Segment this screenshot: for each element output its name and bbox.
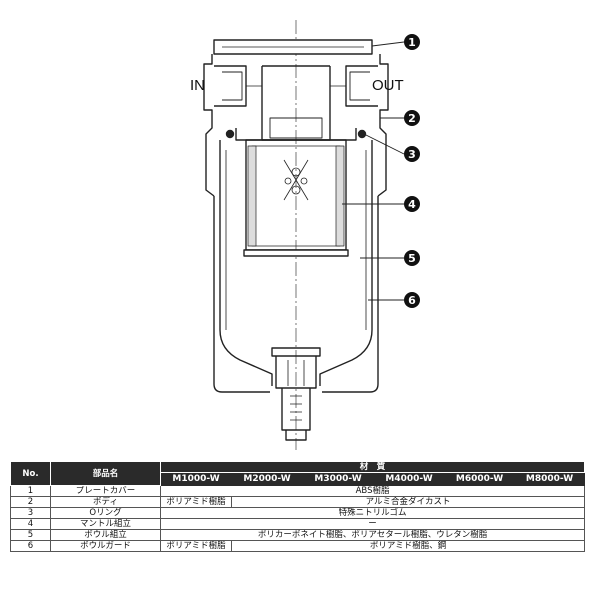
row-material: 特殊ニトリルゴム <box>159 507 586 519</box>
row-part-name: Oリング <box>50 507 161 519</box>
body <box>203 54 389 197</box>
row-part-name: ボウルガード <box>50 540 161 552</box>
parts-material-table: No. 部品名 材 質 M1000-W M2000-W M3000-W M400… <box>10 460 586 552</box>
row-material-m1000: ポリアミド樹脂 <box>160 540 232 552</box>
callout-5-number: 5 <box>408 252 416 265</box>
port-out-label: OUT <box>372 77 404 94</box>
callout-3: 3 <box>404 146 420 162</box>
row-part-name: ボディ <box>50 496 161 508</box>
row-no: 5 <box>10 529 51 541</box>
o-ring-left <box>225 129 235 139</box>
header-no: No. <box>10 461 51 486</box>
row-part-name: マントル組立 <box>50 518 161 530</box>
callout-3-number: 3 <box>408 148 416 161</box>
callout-4-number: 4 <box>408 198 416 211</box>
bowl <box>219 140 373 386</box>
row-no: 1 <box>10 485 51 497</box>
callout-2: 2 <box>404 110 420 126</box>
filter-cross-section-drawing: IN OUT 1 2 3 4 5 6 <box>190 20 420 450</box>
row-no: 3 <box>10 507 51 519</box>
model-m1000: M1000-W <box>160 472 232 486</box>
row-material: ー <box>159 518 586 530</box>
table-row: 1 プレートカバー ABS樹脂 <box>10 485 586 497</box>
row-no: 4 <box>10 518 51 530</box>
model-m8000: M8000-W <box>513 472 586 486</box>
row-material: ポリカーボネイト樹脂、ポリアセタール樹脂、ウレタン樹脂 <box>159 529 586 541</box>
table-row: 6 ボウルガード ポリアミド樹脂 ポリアミド樹脂、鋼 <box>10 540 586 552</box>
o-ring-right <box>357 129 367 139</box>
model-m3000: M3000-W <box>302 472 374 486</box>
model-m4000: M4000-W <box>373 472 445 486</box>
table-row: 5 ボウル組立 ポリカーボネイト樹脂、ポリアセタール樹脂、ウレタン樹脂 <box>10 529 586 541</box>
callout-1: 1 <box>404 34 420 50</box>
row-no: 2 <box>10 496 51 508</box>
model-m2000: M2000-W <box>231 472 303 486</box>
port-in-label: IN <box>190 77 205 94</box>
row-material: ABS樹脂 <box>159 485 586 497</box>
model-m6000: M6000-W <box>444 472 515 486</box>
table-row: 3 Oリング 特殊ニトリルゴム <box>10 507 586 519</box>
bowl-guard <box>213 196 379 393</box>
row-material-m1000: ポリアミド樹脂 <box>160 496 232 508</box>
callout-5: 5 <box>404 250 420 266</box>
row-material: アルミ合金ダイカスト <box>230 496 586 508</box>
drain-valve <box>271 347 321 441</box>
header-part-name: 部品名 <box>50 461 161 486</box>
element-symbol <box>283 159 309 201</box>
callout-6-number: 6 <box>408 294 416 307</box>
header-material: 材 質 <box>159 460 586 474</box>
table-row: 4 マントル組立 ー <box>10 518 586 530</box>
row-no: 6 <box>10 540 51 552</box>
row-part-name: プレートカバー <box>50 485 161 497</box>
callout-2-number: 2 <box>408 112 416 125</box>
table-row: 2 ボディ ポリアミド樹脂 アルミ合金ダイカスト <box>10 496 586 508</box>
callout-6: 6 <box>404 292 420 308</box>
callout-4: 4 <box>404 196 420 212</box>
row-material: ポリアミド樹脂、鋼 <box>230 540 586 552</box>
callout-1-number: 1 <box>408 36 416 49</box>
row-part-name: ボウル組立 <box>50 529 161 541</box>
